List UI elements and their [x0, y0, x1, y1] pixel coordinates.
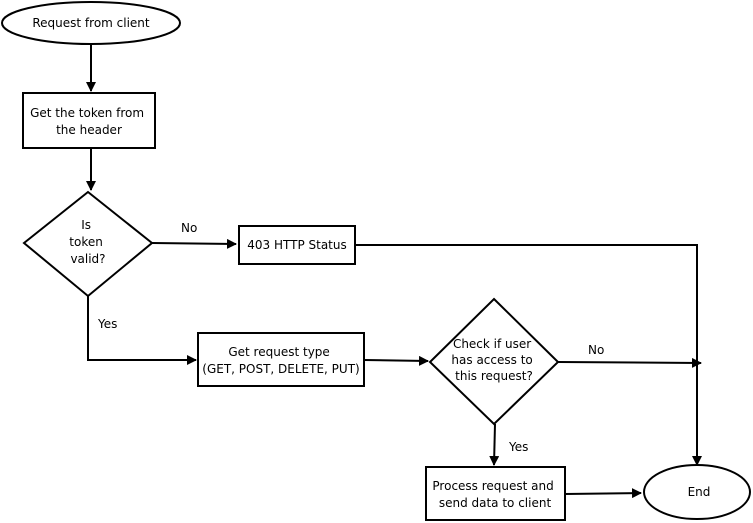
get-token-line-2: the header: [56, 123, 122, 137]
end-line-1: End: [688, 485, 711, 499]
node-get-request-type: Get request type (GET, POST, DELETE, PUT…: [197, 332, 365, 387]
edge-access-denied: [557, 357, 702, 368]
edge-token-valid: [87, 296, 197, 365]
node-end: End: [643, 464, 751, 520]
check-access-line-2: has access to: [451, 353, 532, 367]
edge-label-access-no: No: [588, 343, 604, 357]
edge-process-to-end: [564, 488, 642, 499]
status-403-label: 403 HTTP Status: [247, 238, 346, 252]
token-valid-line-2: token: [69, 235, 103, 249]
check-access-diamond: [428, 297, 560, 426]
process-label: Process request and send data to client: [432, 479, 557, 510]
get-type-box: [197, 332, 365, 387]
check-access-label: Check if user has access to this request…: [451, 337, 536, 383]
process-line-2: send data to client: [439, 496, 552, 510]
status-403-box: [238, 225, 356, 265]
token-valid-label: Is token valid?: [69, 218, 106, 266]
get-type-line-2: (GET, POST, DELETE, PUT): [202, 362, 359, 376]
edge-get-type-to-check: [363, 355, 429, 366]
check-access-line-1: Check if user: [453, 337, 531, 351]
start-line-1: Request from client: [32, 16, 150, 30]
get-token-line-1: Get the token from: [30, 106, 144, 120]
get-token-box: [22, 92, 156, 149]
check-access-line-3: this request?: [455, 369, 533, 383]
edge-token-invalid: [151, 238, 237, 249]
node-get-token: Get the token from the header: [22, 92, 156, 149]
end-terminator: [643, 464, 751, 520]
node-check-access: Check if user has access to this request…: [428, 297, 560, 426]
node-start: Request from client: [1, 1, 181, 45]
process-line-1: Process request and: [432, 479, 553, 493]
node-403-status: 403 HTTP Status: [238, 225, 356, 265]
get-type-line-1: Get request type: [228, 345, 329, 359]
edge-403-to-end: [355, 244, 702, 466]
node-process-request: Process request and send data to client: [425, 466, 566, 521]
end-label: End: [688, 485, 711, 499]
start-terminator: [1, 1, 181, 45]
token-valid-diamond: [22, 190, 154, 298]
edge-label-token-yes: Yes: [97, 317, 117, 331]
token-valid-line-3: valid?: [70, 252, 105, 266]
edge-label-access-yes: Yes: [508, 440, 528, 454]
status-403-line-1: 403 HTTP Status: [247, 238, 346, 252]
process-box: [425, 466, 566, 521]
get-type-label: Get request type (GET, POST, DELETE, PUT…: [202, 345, 359, 376]
edge-access-granted: [489, 423, 500, 466]
start-label: Request from client: [32, 16, 150, 30]
edge-label-token-no: No: [181, 221, 197, 235]
get-token-label: Get the token from the header: [30, 106, 148, 137]
node-token-valid: Is token valid?: [22, 190, 154, 298]
token-valid-line-1: Is: [81, 218, 91, 232]
